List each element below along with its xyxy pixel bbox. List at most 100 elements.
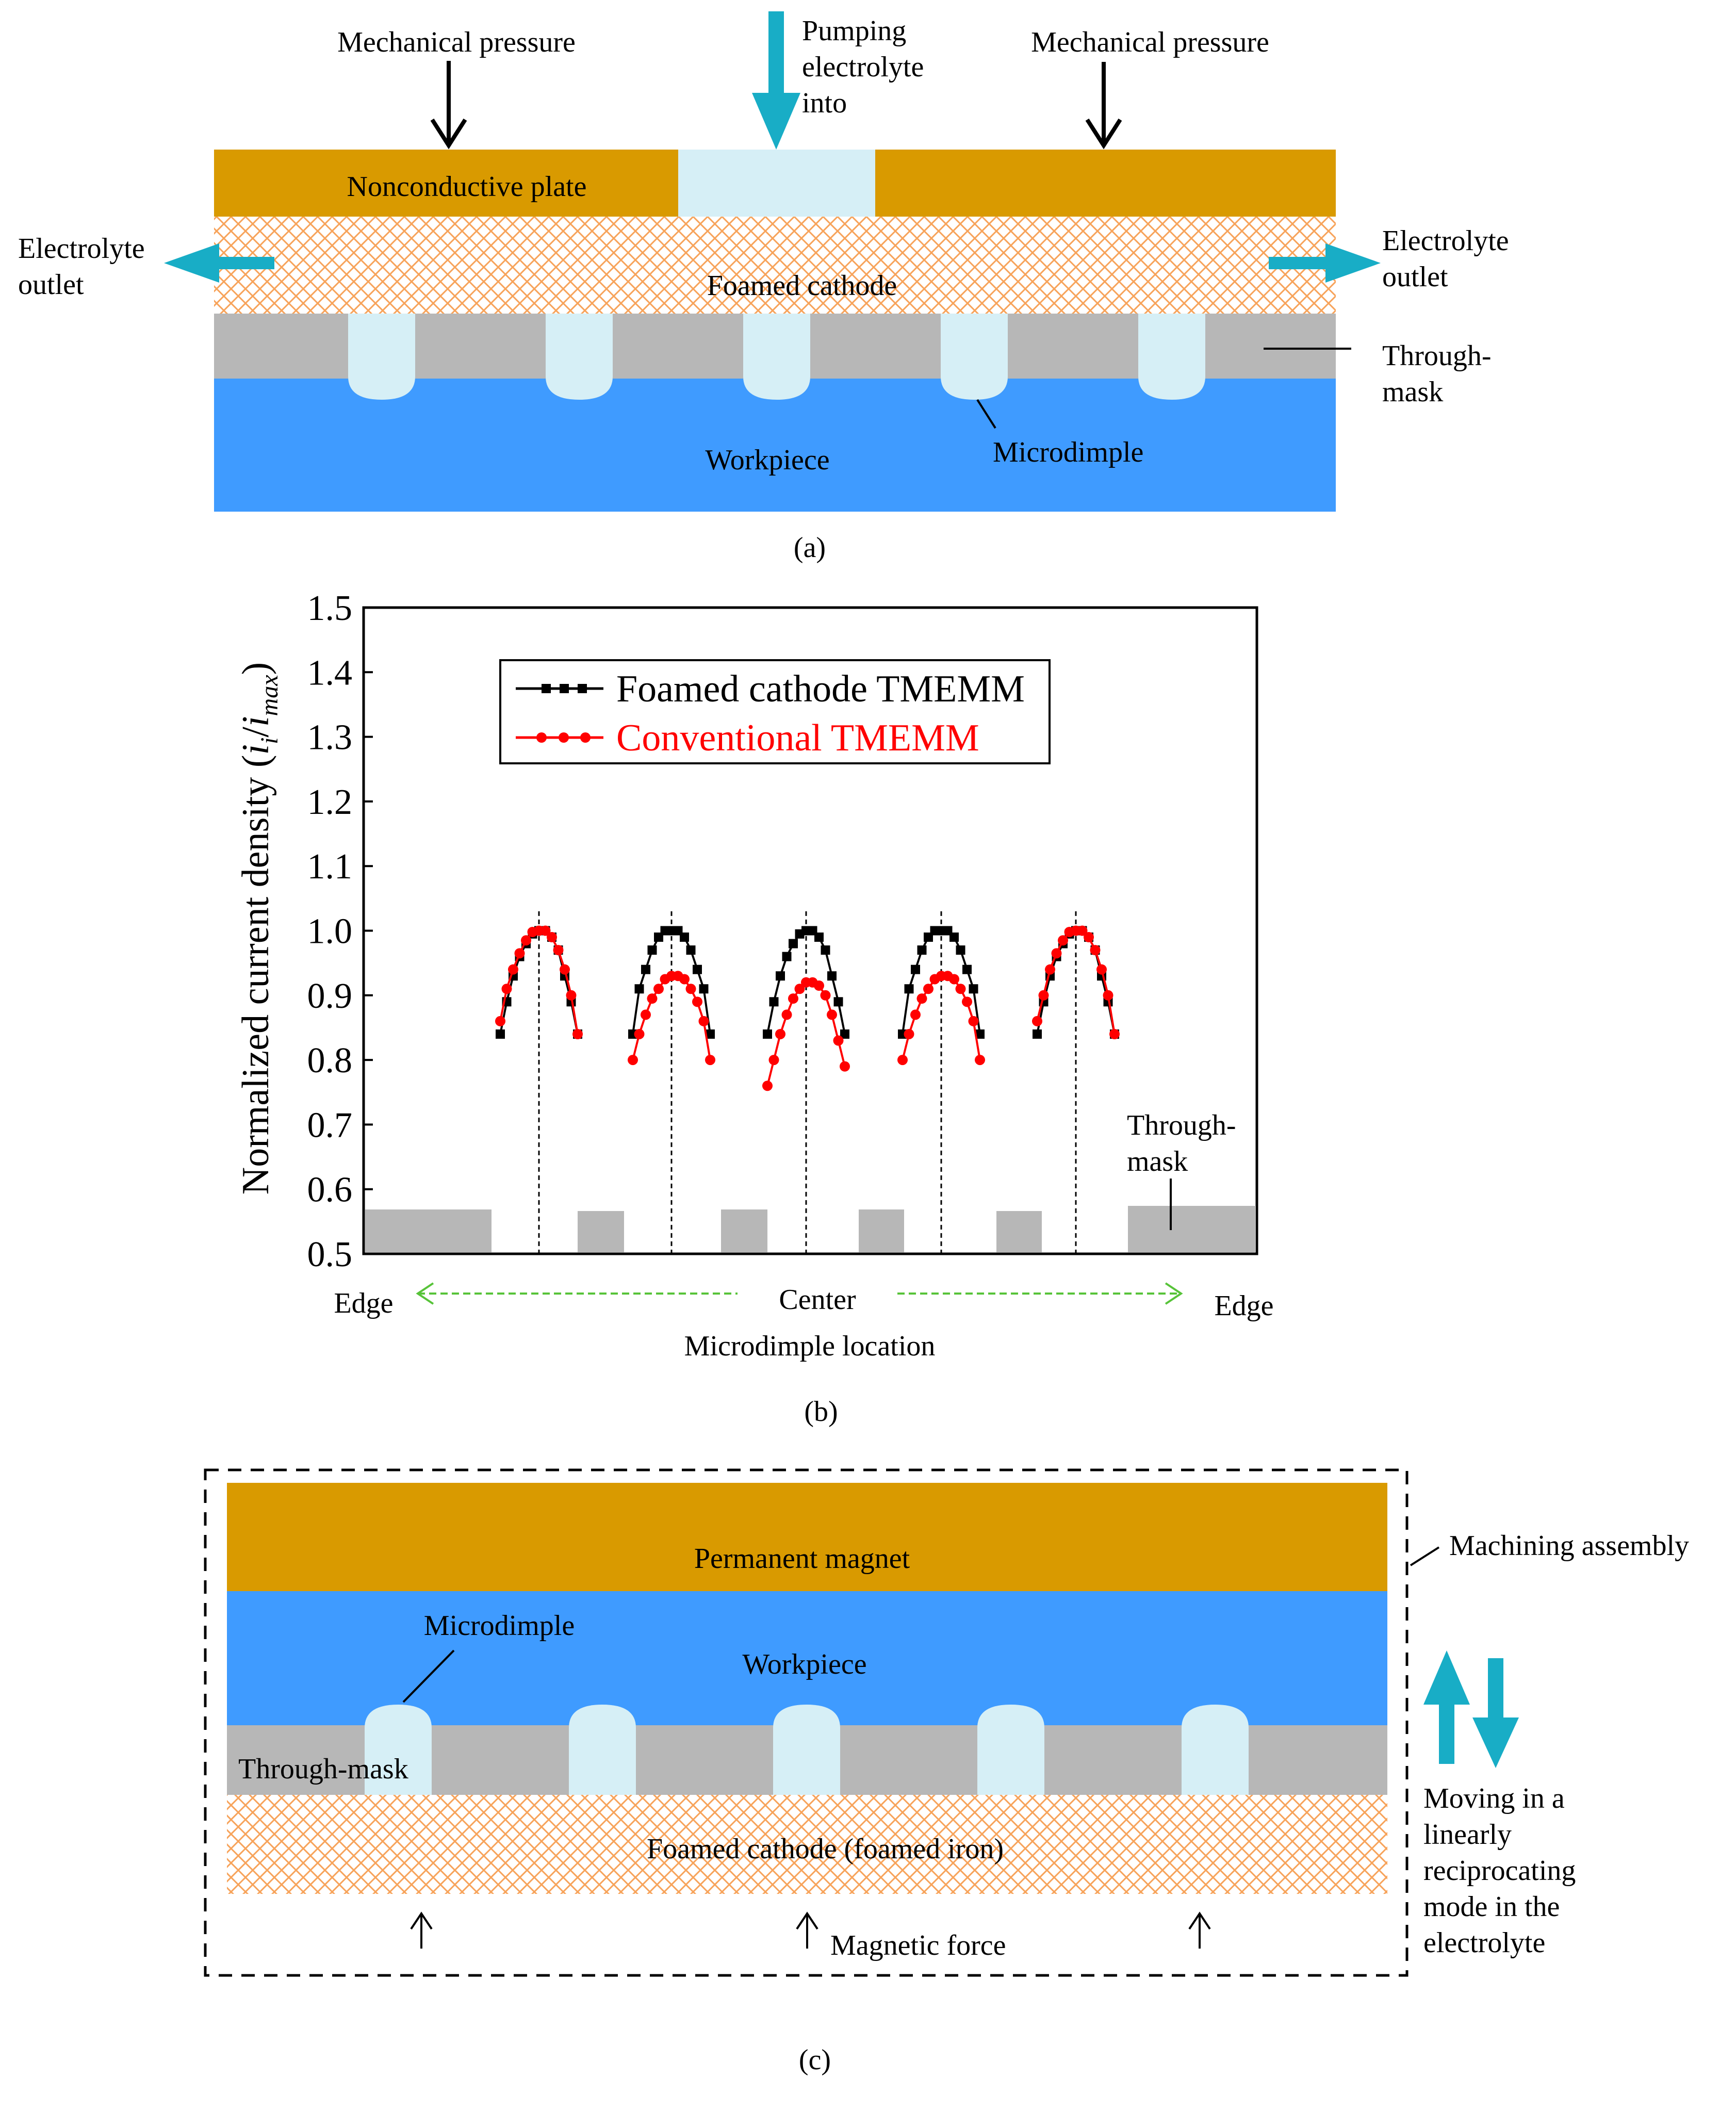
foamed-cathode-label: Foamed cathode <box>707 270 897 302</box>
data-point-conventional <box>1077 925 1088 936</box>
magnetic-force-label: Magnetic force <box>830 1929 1006 1961</box>
data-point-conventional <box>897 1055 908 1066</box>
x-axis-label: Microdimple location <box>684 1330 936 1362</box>
magnetic-force-arrows <box>410 1911 1211 1949</box>
data-point-conventional <box>1096 964 1107 975</box>
data-point-foamed <box>699 984 709 994</box>
data-point-foamed <box>962 964 972 974</box>
data-point-conventional <box>1051 948 1062 959</box>
moving-line2: linearly <box>1423 1819 1512 1851</box>
data-point-conventional <box>794 984 805 994</box>
caption-c: (c) <box>799 2044 831 2076</box>
data-point-conventional <box>572 1028 583 1039</box>
microdimples-c <box>365 1705 1249 1795</box>
mask-block <box>1128 1206 1256 1252</box>
data-point-conventional <box>566 990 577 1001</box>
data-point-foamed <box>956 945 965 955</box>
data-point-foamed <box>969 984 978 994</box>
microdimple-shape <box>743 314 810 400</box>
panel-c: Permanent magnet Workpiece Microdimple T… <box>204 1468 1689 2076</box>
data-point-conventional <box>904 1028 914 1039</box>
data-point-foamed <box>1033 1029 1042 1039</box>
data-point-conventional <box>1090 945 1101 956</box>
data-point-conventional <box>1058 935 1068 946</box>
microdimple-shape <box>348 314 415 400</box>
machining-assembly-label: Machining assembly <box>1449 1530 1689 1562</box>
center-arrow-right <box>897 1282 1183 1305</box>
nonconductive-plate-label: Nonconductive plate <box>347 171 587 203</box>
data-point-conventional <box>514 948 525 959</box>
data-point-foamed <box>814 933 824 942</box>
caption-b: (b) <box>804 1396 838 1428</box>
moving-line3: reciprocating <box>1423 1855 1576 1887</box>
legend-marker-conventional <box>536 732 547 743</box>
foamed-cathode-layer-c <box>227 1795 1387 1894</box>
data-point-conventional <box>814 980 824 991</box>
data-point-conventional <box>840 1061 850 1072</box>
data-point-conventional <box>820 990 831 1001</box>
y-tick-label: 0.7 <box>307 1105 353 1145</box>
mask-block <box>578 1211 624 1252</box>
microdimple-shape <box>546 314 613 400</box>
foamed-cathode-c-label: Foamed cathode (foamed iron) <box>647 1833 1004 1865</box>
legend-marker-conventional <box>580 732 591 743</box>
mechanical-pressure-left-label: Mechanical pressure <box>337 26 576 58</box>
x-label-edge-left: Edge <box>334 1287 393 1319</box>
machining-assembly-callout <box>1410 1546 1440 1566</box>
data-point-conventional <box>705 1055 715 1066</box>
data-point-conventional <box>641 1009 651 1020</box>
data-point-conventional <box>521 935 531 946</box>
data-point-conventional <box>1084 932 1094 943</box>
data-point-foamed <box>911 964 920 974</box>
data-point-conventional <box>968 1016 979 1026</box>
data-point-conventional <box>634 1028 645 1039</box>
data-point-conventional <box>949 974 959 985</box>
mechanical-pressure-right-label: Mechanical pressure <box>1031 26 1269 58</box>
data-point-conventional <box>692 996 702 1007</box>
data-point-conventional <box>1109 1028 1120 1039</box>
x-label-center: Center <box>779 1284 856 1316</box>
plot-area <box>495 911 1120 1254</box>
caption-a: (a) <box>794 532 826 564</box>
data-point-conventional <box>962 996 972 1007</box>
microdimple-shape <box>941 314 1008 400</box>
electrolyte-outlet-right-line1: Electrolyte <box>1382 225 1509 257</box>
pressure-arrow-left <box>430 61 467 150</box>
data-point-foamed <box>686 945 696 955</box>
data-point-conventional <box>679 974 690 985</box>
moving-line4: mode in the <box>1423 1891 1560 1923</box>
data-point-conventional <box>762 1081 773 1091</box>
outlet-arrow-left <box>164 243 274 283</box>
microdimple-shape <box>773 1705 840 1795</box>
data-point-conventional <box>923 984 933 994</box>
microdimple-shape <box>569 1705 636 1795</box>
y-tick-label: 0.8 <box>307 1041 353 1081</box>
mask-block <box>721 1209 767 1252</box>
through-mask-label-line2: mask <box>1382 376 1443 408</box>
data-point-foamed <box>634 984 644 994</box>
y-tick-label: 1.5 <box>307 588 353 628</box>
data-point-foamed <box>641 964 650 974</box>
reciprocating-arrows <box>1423 1650 1519 1768</box>
data-point-foamed <box>789 939 798 948</box>
data-point-conventional <box>685 984 696 994</box>
data-point-conventional <box>1103 990 1113 1001</box>
data-point-conventional <box>910 1009 921 1020</box>
microdimple-shape <box>977 1705 1044 1795</box>
foamed-cathode-layer <box>214 217 1336 314</box>
nonconductive-plate-right <box>875 150 1336 217</box>
outlet-arrow-right <box>1269 243 1381 283</box>
microdimple-c-label: Microdimple <box>424 1610 575 1642</box>
electrolyte-inlet <box>678 150 875 217</box>
microdimples-a <box>348 314 1205 400</box>
data-point-foamed <box>833 997 843 1007</box>
pressure-arrow-right <box>1085 62 1122 150</box>
moving-line5: electrolyte <box>1423 1927 1545 1959</box>
data-point-conventional <box>1038 990 1049 1001</box>
through-mask-b-line2: mask <box>1127 1146 1188 1177</box>
y-tick-label: 0.9 <box>307 976 353 1016</box>
through-mask-label-line1: Through- <box>1382 340 1492 372</box>
x-label-edge-right: Edge <box>1214 1290 1273 1322</box>
y-axis-label: Normalized current density (ii/imax) <box>235 662 283 1195</box>
data-point-foamed <box>821 945 830 955</box>
